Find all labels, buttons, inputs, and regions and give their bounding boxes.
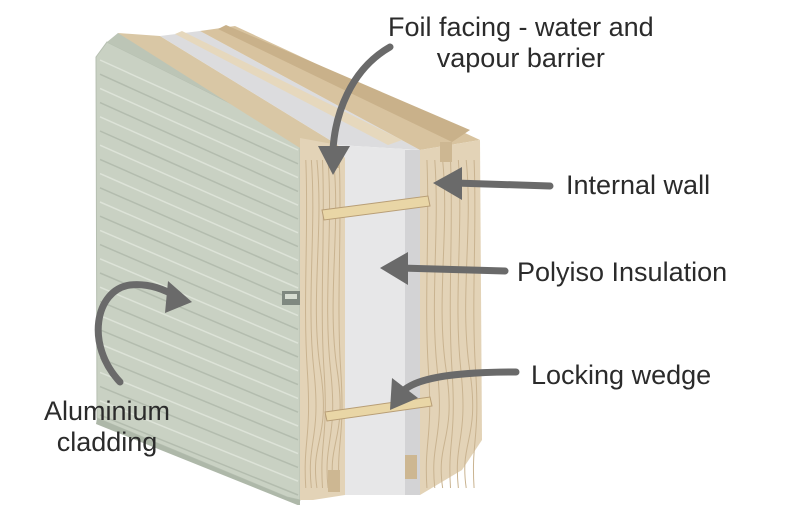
panel-cross-section [282, 138, 482, 500]
arrow-internal-wall [451, 179, 554, 190]
cladding-rib-line [99, 215, 299, 303]
cladding-rib-line [99, 201, 299, 289]
arrow-locking-wedge [399, 368, 520, 395]
arrow-foil-facing [329, 43, 394, 154]
aluminium-cladding-label-line1: Aluminium [44, 396, 171, 426]
wood-grain-line [433, 159, 440, 489]
panel-top [118, 25, 480, 150]
wood-grain-line [309, 159, 317, 489]
cladding-rib-line [99, 329, 299, 413]
cladding-rib-line [99, 300, 299, 386]
wood-grain-line [472, 159, 478, 489]
cladding-rib-line [99, 130, 299, 220]
wood-grain-line [425, 159, 431, 489]
groove-top-inner [440, 142, 452, 162]
cladding-rib-line [99, 371, 299, 455]
cladding-rib-line [99, 286, 299, 372]
wood-grain-line [464, 159, 474, 489]
cladding-rib-line [99, 229, 299, 317]
cladding-rib-line [99, 59, 299, 151]
cladding-rib-line [99, 414, 299, 496]
aluminium-cladding [95, 33, 305, 505]
arrow-heads [165, 146, 462, 410]
groove-bottom-inner [405, 455, 417, 479]
cladding-rib-line [99, 314, 299, 400]
arrowhead-polyiso [380, 252, 408, 285]
cladding-vent-inner [285, 294, 297, 299]
polyiso-insulation-label: Polyiso Insulation [517, 257, 728, 287]
cladding-bottom-lip [96, 418, 300, 505]
arrow-polyiso [396, 264, 509, 275]
locking-wedge-top [321, 195, 431, 221]
arrowhead-cladding [165, 281, 192, 313]
aluminium-cladding-label-line2: cladding [56, 427, 158, 457]
foil-facing-label: Foil facing - water and vapour barrier [388, 12, 654, 74]
wood-grain-line [440, 159, 450, 489]
cladding-rib-line [99, 400, 299, 482]
cladding-rib-line [99, 73, 299, 165]
timber-top-outer [118, 33, 338, 148]
cladding-rib-line [99, 172, 299, 262]
wood-grain-line [304, 159, 310, 489]
cladding-rib-line [99, 187, 299, 275]
cladding-rib-line [99, 87, 299, 179]
wood-grain-line [449, 159, 454, 489]
wood-grain-line [314, 159, 324, 489]
cladding-rib-line [99, 158, 299, 248]
foil-facing-label-line2: vapour barrier [436, 43, 605, 73]
cladding-rib-line [99, 101, 299, 193]
arrow-cladding [94, 281, 182, 386]
annotation-arrows [94, 43, 554, 395]
cladding-rib-line [99, 258, 299, 344]
wood-grain-line [456, 159, 464, 489]
locking-wedge-label: Locking wedge [531, 360, 712, 390]
cladding-rib-line [99, 144, 299, 234]
groove-bottom-outer [328, 470, 340, 492]
cladding-ribs [99, 59, 299, 496]
aluminium-cladding-label: Aluminium cladding [44, 396, 170, 458]
arrowhead-foil-facing [318, 146, 350, 175]
foil-facing-label-line1: Foil facing - water and [388, 12, 654, 42]
cladding-rib-line [99, 243, 299, 331]
cladding-rib-line [99, 385, 299, 469]
internal-wall-label: Internal wall [566, 170, 711, 200]
arrowhead-locking-wedge [390, 378, 418, 410]
cladding-rib-line [99, 116, 299, 206]
tongue-ridge-outer [175, 31, 402, 145]
cladding-rib-line [99, 343, 299, 427]
cladding-rib-line [99, 357, 299, 441]
tongue-ridge-inner [218, 25, 470, 142]
arrowhead-internal-wall [433, 167, 462, 200]
